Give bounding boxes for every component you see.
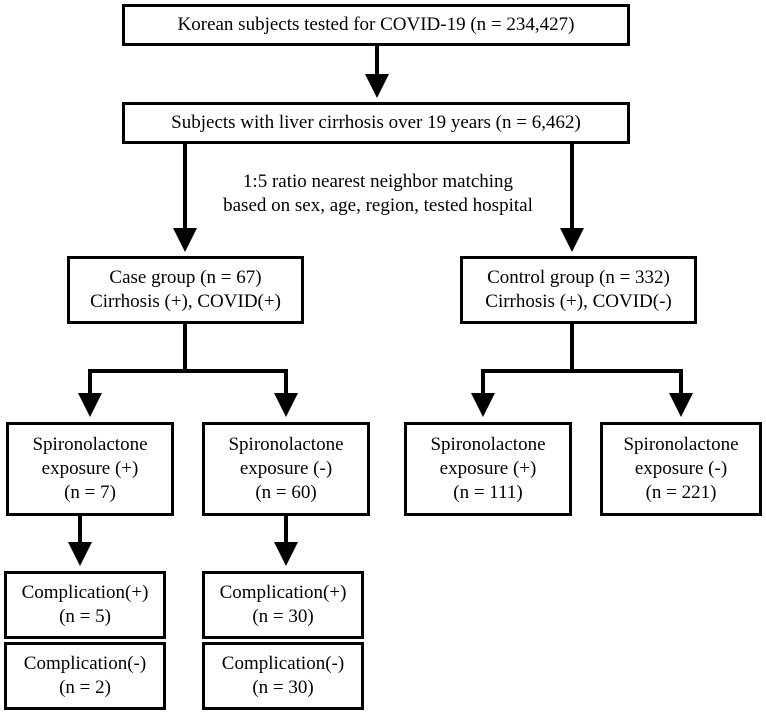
box-case-spiro-neg: Spironolactone exposure (-) (n = 60): [202, 422, 370, 516]
box-case-spiro-pos-line2: exposure (+): [41, 458, 139, 479]
box-total-tested: Korean subjects tested for COVID-19 (n =…: [122, 4, 630, 46]
box-control-spiro-neg-line2: exposure (-): [634, 458, 728, 479]
box-complication-pos-n60-line1: Complication(+): [219, 582, 347, 603]
box-complication-pos-n60-line2: (n = 30): [252, 606, 314, 627]
box-case-spiro-pos-line3: (n = 7): [64, 482, 116, 503]
box-complication-neg-n7-line1: Complication(-): [23, 653, 147, 674]
box-complication-pos-n7: Complication(+) (n = 5): [4, 571, 166, 639]
box-case-spiro-neg-line3: (n = 60): [255, 482, 317, 503]
box-control-spiro-pos-line1: Spironolactone: [430, 434, 546, 455]
box-control-spiro-pos-line2: exposure (+): [439, 458, 537, 479]
box-control-spiro-neg-line1: Spironolactone: [623, 434, 739, 455]
box-complication-pos-n7-line2: (n = 5): [59, 606, 111, 627]
box-control-group-line1: Control group (n = 332): [487, 267, 670, 288]
box-case-group-line1: Case group (n = 67): [109, 267, 262, 288]
box-control-spiro-pos-line3: (n = 111): [453, 482, 523, 503]
box-complication-neg-n60-line2: (n = 30): [252, 677, 314, 698]
box-complication-neg-n60-line1: Complication(-): [221, 653, 345, 674]
matching-note: 1:5 ratio nearest neighbor matching base…: [190, 170, 566, 218]
box-control-spiro-neg: Spironolactone exposure (-) (n = 221): [600, 422, 762, 516]
box-control-group: Control group (n = 332) Cirrhosis (+), C…: [460, 256, 697, 324]
box-case-spiro-neg-line2: exposure (-): [239, 458, 333, 479]
box-total-tested-text: Korean subjects tested for COVID-19 (n =…: [177, 14, 575, 35]
box-cirrhosis-subjects-text: Subjects with liver cirrhosis over 19 ye…: [171, 112, 581, 133]
matching-note-line2: based on sex, age, region, tested hospit…: [223, 195, 533, 216]
box-complication-neg-n7: Complication(-) (n = 2): [4, 642, 166, 710]
box-complication-neg-n60: Complication(-) (n = 30): [202, 642, 364, 710]
box-complication-pos-n60: Complication(+) (n = 30): [202, 571, 364, 639]
box-cirrhosis-subjects: Subjects with liver cirrhosis over 19 ye…: [122, 102, 630, 144]
box-case-spiro-neg-line1: Spironolactone: [228, 434, 344, 455]
box-control-group-line2: Cirrhosis (+), COVID(-): [485, 291, 672, 312]
box-control-spiro-pos: Spironolactone exposure (+) (n = 111): [404, 422, 572, 516]
box-complication-neg-n7-line2: (n = 2): [59, 677, 111, 698]
box-control-spiro-neg-line3: (n = 221): [645, 482, 717, 503]
box-case-group-line2: Cirrhosis (+), COVID(+): [90, 291, 281, 312]
box-complication-pos-n7-line1: Complication(+): [21, 582, 149, 603]
box-case-spiro-pos: Spironolactone exposure (+) (n = 7): [6, 422, 174, 516]
box-case-group: Case group (n = 67) Cirrhosis (+), COVID…: [67, 256, 304, 324]
matching-note-line1: 1:5 ratio nearest neighbor matching: [242, 171, 514, 192]
box-case-spiro-pos-line1: Spironolactone: [32, 434, 148, 455]
